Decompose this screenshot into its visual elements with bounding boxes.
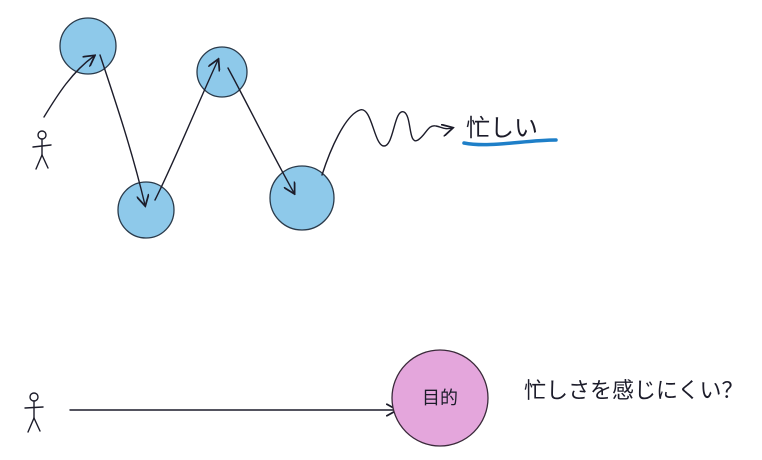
busy-underline bbox=[462, 138, 558, 147]
question-text: 忙しさを感じにくい？ bbox=[524, 379, 744, 404]
path-arrow-2 bbox=[99, 54, 145, 205]
task-circle-1 bbox=[59, 17, 117, 75]
top-scenario: 忙しい bbox=[32, 17, 558, 239]
stick-figure-bottom bbox=[24, 392, 44, 433]
path-arrow-4 bbox=[227, 67, 294, 193]
stick-figure-top bbox=[32, 130, 52, 170]
bottom-scenario: 目的 忙しさを感じにくい？ bbox=[24, 349, 744, 447]
busy-word: 忙しい bbox=[466, 114, 538, 142]
wavy-squiggle bbox=[321, 109, 452, 176]
goal-circle bbox=[391, 349, 489, 447]
task-circle-2 bbox=[117, 181, 175, 239]
path-arrow-1 bbox=[43, 56, 94, 118]
task-circle-4 bbox=[269, 165, 335, 231]
path-arrow-3 bbox=[154, 60, 218, 201]
goal-label: 目的 bbox=[422, 388, 458, 409]
